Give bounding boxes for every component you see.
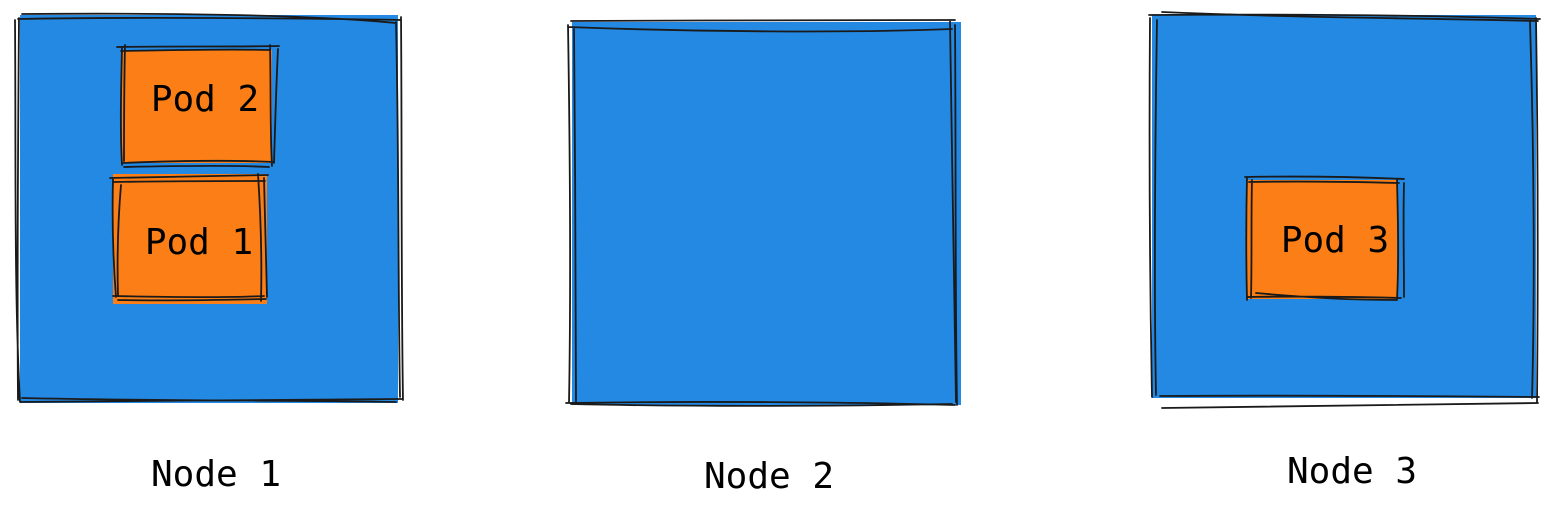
node-1: Pod 2 Pod 1 Node 1	[14, 12, 404, 495]
node-3: Pod 3 Node 3	[1148, 11, 1541, 492]
pod-2-box	[122, 50, 272, 163]
pod-3-outline	[1244, 175, 1405, 301]
node-1-outline	[14, 12, 404, 403]
pod-3-label: Pod 3	[1281, 220, 1389, 261]
pod-3-box	[1247, 180, 1397, 299]
pod-1-box	[113, 174, 267, 304]
node-1-label: Node 1	[151, 454, 281, 495]
node-2-box	[572, 22, 961, 405]
node-2-label: Node 2	[704, 456, 834, 497]
pod-3[interactable]: Pod 3	[1244, 175, 1405, 301]
pod-1[interactable]: Pod 1	[109, 173, 269, 304]
pod-2-outline	[116, 44, 280, 168]
node-2: Node 2	[565, 19, 961, 497]
pod-1-outline	[109, 173, 269, 302]
node-3-outline	[1148, 11, 1541, 409]
pod-2[interactable]: Pod 2	[116, 44, 280, 168]
pod-2-label: Pod 2	[151, 79, 259, 120]
node-3-label: Node 3	[1287, 451, 1417, 492]
pod-1-label: Pod 1	[145, 222, 253, 263]
node-2-outline	[565, 19, 958, 407]
